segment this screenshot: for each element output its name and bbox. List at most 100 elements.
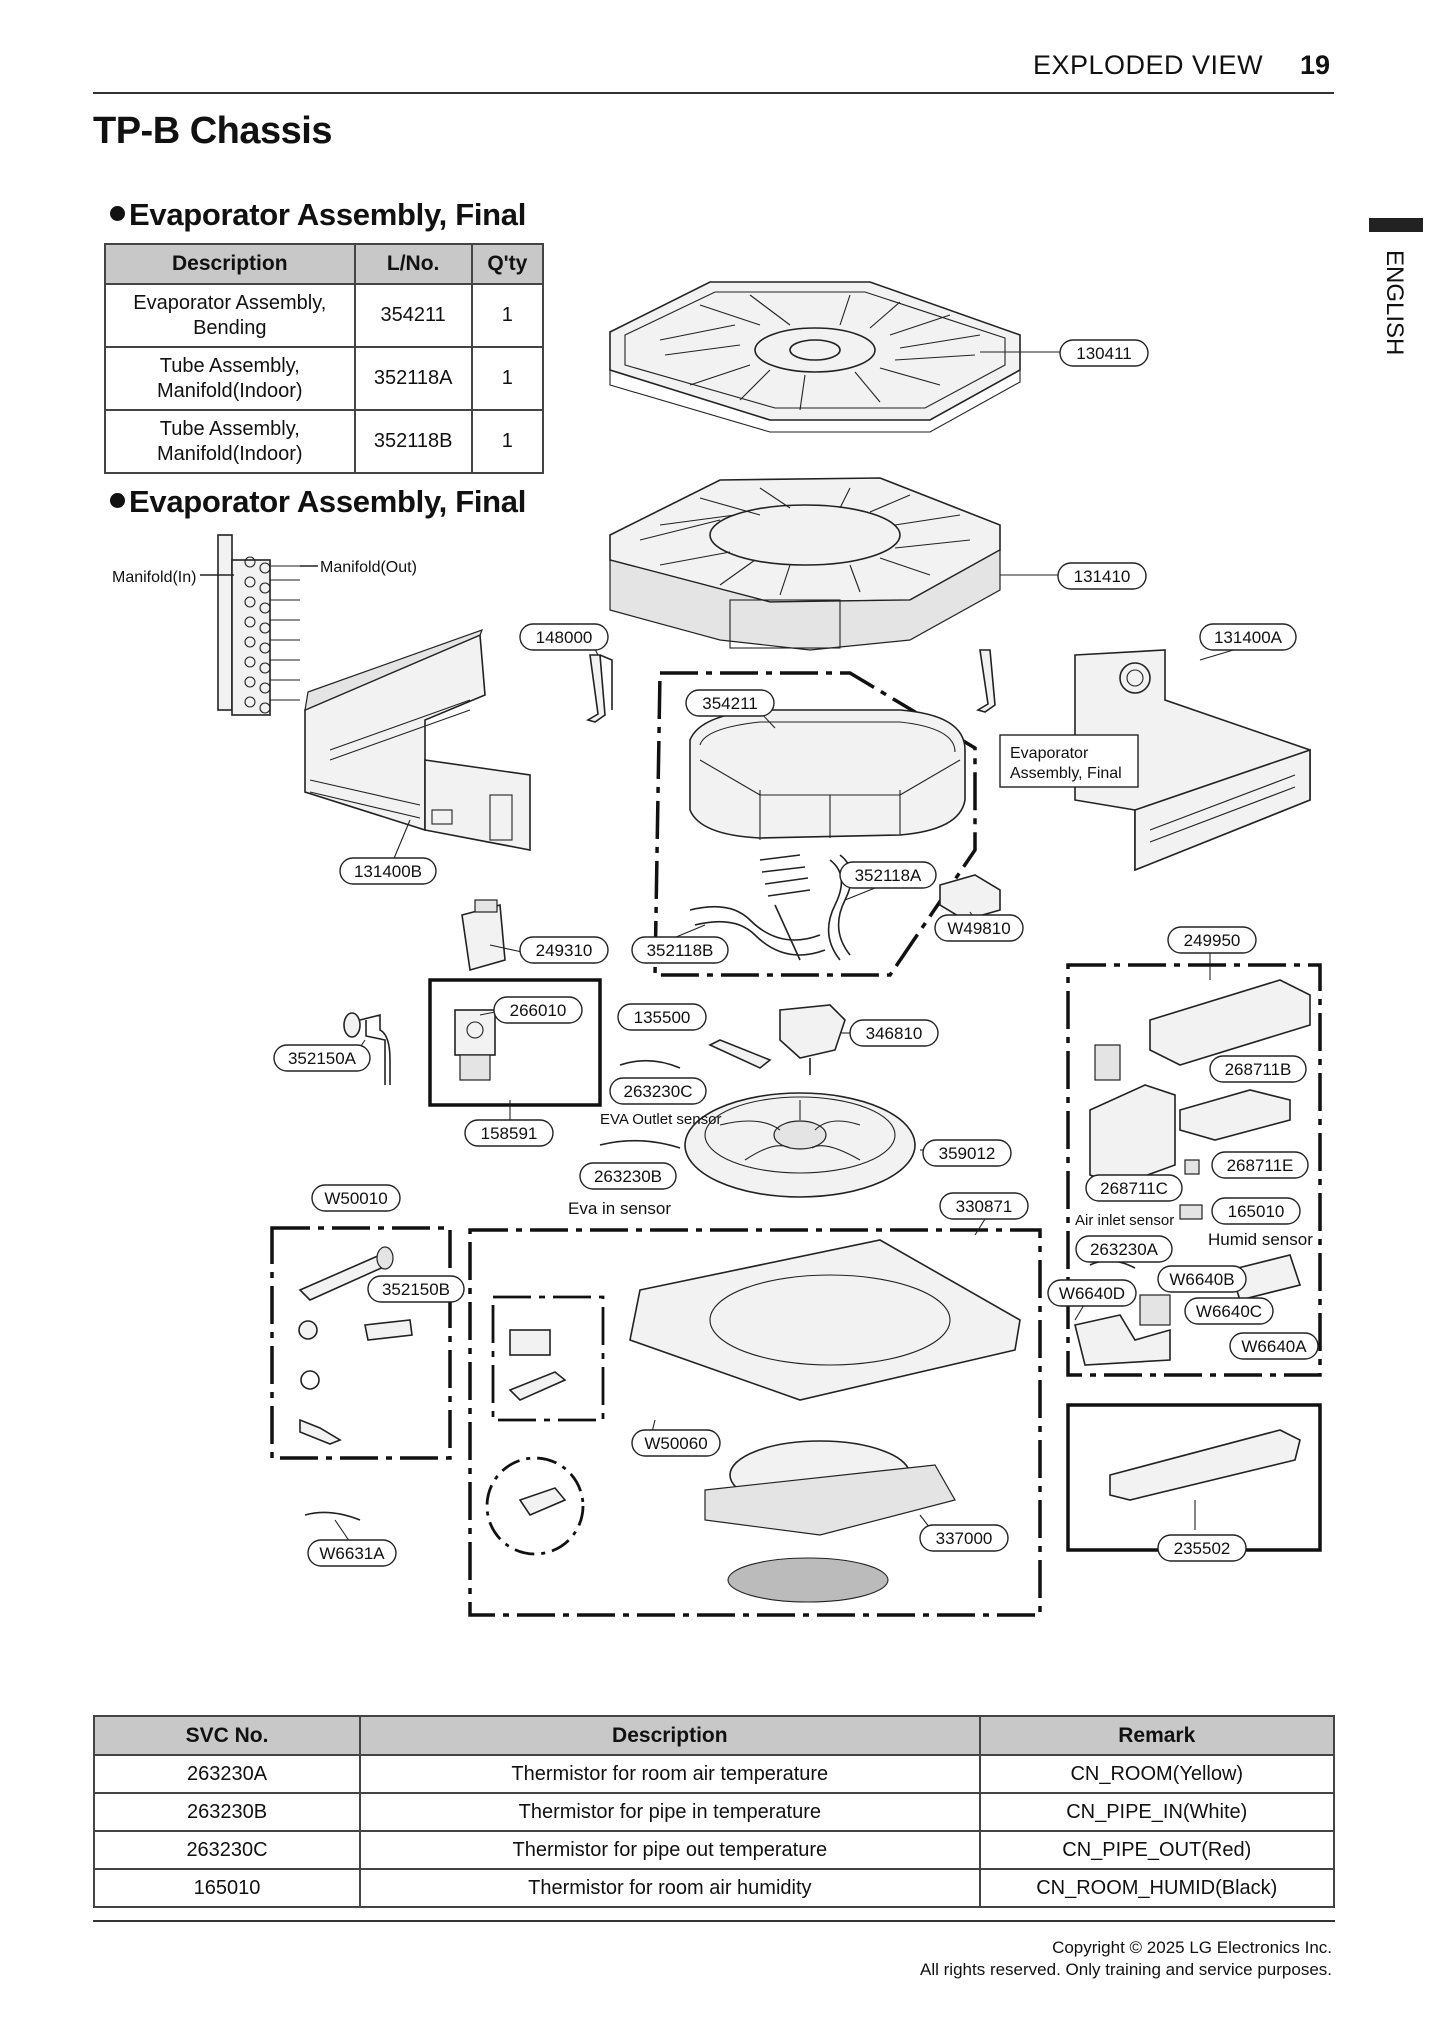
part-label-263230C: 263230C [609,1077,707,1105]
part-label-135500: 135500 [617,1003,707,1031]
svg-text:148000: 148000 [536,628,593,647]
svg-text:W50010: W50010 [324,1189,387,1208]
part-label-165010: 165010 [1211,1197,1301,1225]
part-label-268711C: 268711C [1085,1174,1183,1202]
part-drawing-bracket-right [976,649,996,713]
clamp-icon [300,1370,320,1390]
table-row: 263230B Thermistor for pipe in temperatu… [92,1792,1336,1832]
sensor-subbox-outline [491,1295,605,1422]
language-tab: ENGLISH [1381,250,1408,356]
svg-text:158591: 158591 [481,1124,538,1143]
part-label-158591: 158591 [464,1119,554,1147]
svc-remark: CN_ROOM(Yellow) [978,1754,1336,1794]
drain-pump-outline [428,978,602,1107]
evaporator-assembly-label-line2: Assembly, Final [1010,765,1122,782]
col-svc-description: Description [359,1715,981,1756]
part-drawing-131400A [1074,649,1311,872]
part-label-W50010: W50010 [311,1184,401,1212]
svc-description: Thermistor for pipe in temperature [359,1792,981,1832]
part-label-359012: 359012 [922,1139,1012,1167]
bullet-icon [110,206,125,222]
air-inlet-sensor-label: Air inlet sensor [1075,1212,1174,1229]
part-drawing-135500 [708,1039,772,1069]
part-label-W6631A: W6631A [307,1539,397,1567]
part-drawing-131400B [304,628,531,851]
svc-remark: CN_PIPE_OUT(Red) [978,1830,1336,1870]
panel-box-outline [468,1228,1042,1617]
svg-text:165010: 165010 [1228,1202,1285,1221]
svc-table: SVC No. Description Remark 263230A Therm… [92,1715,1336,1908]
part-label-266010: 266010 [493,996,583,1024]
part-drawing-359012 [684,1092,916,1198]
col-qty: Q'ty [470,243,545,285]
eva-in-sensor-label: Eva in sensor [568,1199,671,1218]
part-drawing-display-module [508,1329,567,1401]
part-label-352150A: 352150A [273,1044,371,1072]
table-row: Evaporator Assembly,Bending 354211 1 [104,283,545,348]
control-box-outline [1066,963,1322,1377]
parts-table: Description L/No. Q'ty Evaporator Assemb… [104,243,545,474]
bullet-icon [110,493,125,509]
svg-text:263230A: 263230A [1090,1240,1159,1259]
svg-text:W6631A: W6631A [319,1544,385,1563]
part-drawing-346810 [779,1004,846,1075]
svg-text:352150A: 352150A [288,1049,357,1068]
svc-remark: CN_ROOM_HUMID(Black) [978,1868,1336,1908]
humid-sensor-label: Humid sensor [1208,1230,1313,1249]
accessory-box-outline [270,1226,452,1460]
part-drawing-268711E [1184,1159,1200,1175]
part-label-346810: 346810 [849,1019,939,1047]
evaporator-assembly-label-line1: Evaporator [1010,745,1089,762]
svg-text:352150B: 352150B [382,1280,450,1299]
part-drawing-249310 [461,899,506,972]
svc-description: Thermistor for pipe out temperature [359,1830,981,1870]
screw-icon [299,1418,342,1445]
part-label-352150B: 352150B [367,1275,465,1303]
part-drawing-W6640D [1074,1294,1171,1366]
table-row: 165010 Thermistor for room air humidity … [92,1868,1336,1908]
part-drawing-235502 [1109,1429,1301,1501]
part-drawing-263230C [619,1059,681,1069]
sensor-circle-outline [485,1456,585,1556]
part-drawing-337000 [704,1440,956,1536]
part-drawing-352150A [343,1012,391,1085]
svg-text:W50060: W50060 [644,1434,707,1453]
svc-remark: CN_PIPE_IN(White) [978,1792,1336,1832]
row-qty: 1 [470,346,545,411]
svg-text:352118B: 352118B [647,941,714,960]
part-drawing-263230B [599,1139,681,1149]
svg-text:354211: 354211 [702,694,757,713]
part-label-263230B: 263230B [579,1162,677,1190]
table-row: 263230A Thermistor for room air temperat… [92,1754,1336,1794]
svg-text:263230B: 263230B [594,1167,662,1186]
rights-line: All rights reserved. Only training and s… [920,1960,1332,1979]
part-label-131410: 131410 [1057,562,1147,590]
svc-no: 165010 [92,1868,362,1908]
row-description: Evaporator Assembly,Bending [104,283,356,348]
svg-text:337000: 337000 [936,1529,993,1548]
svg-text:330871: 330871 [956,1197,1013,1216]
evaporator-assembly-label-box [999,734,1139,788]
part-label-330871: 330871 [939,1192,1029,1220]
manifold-in-label: Manifold(In) [112,569,196,586]
part-label-354211: 354211 [685,689,775,717]
part-label-268711E: 268711E [1211,1151,1309,1179]
part-label-W6640B: W6640B [1157,1265,1247,1293]
part-drawing-330871 [629,1239,1021,1401]
washer-icon [298,1320,318,1340]
row-description: Tube Assembly,Manifold(Indoor) [104,346,356,411]
svg-text:249950: 249950 [1184,931,1241,950]
part-drawing-352150B [298,1246,413,1341]
language-tab-bar [1369,218,1423,232]
svg-text:352118A: 352118A [855,866,922,885]
part-label-352118B: 352118B [631,936,729,964]
svg-text:W6640A: W6640A [1241,1337,1307,1356]
row-qty: 1 [470,409,545,474]
exploded-view-diagram: .ln { fill:none; stroke:#222; stroke-wid… [112,281,1322,1617]
part-drawing-W49810 [939,874,1001,921]
svc-description: Thermistor for room air temperature [359,1754,981,1794]
part-label-130411: 130411 [1059,339,1149,367]
part-label-249310: 249310 [519,936,609,964]
part-label-148000: 148000 [519,623,609,651]
svg-text:131400A: 131400A [1214,628,1283,647]
